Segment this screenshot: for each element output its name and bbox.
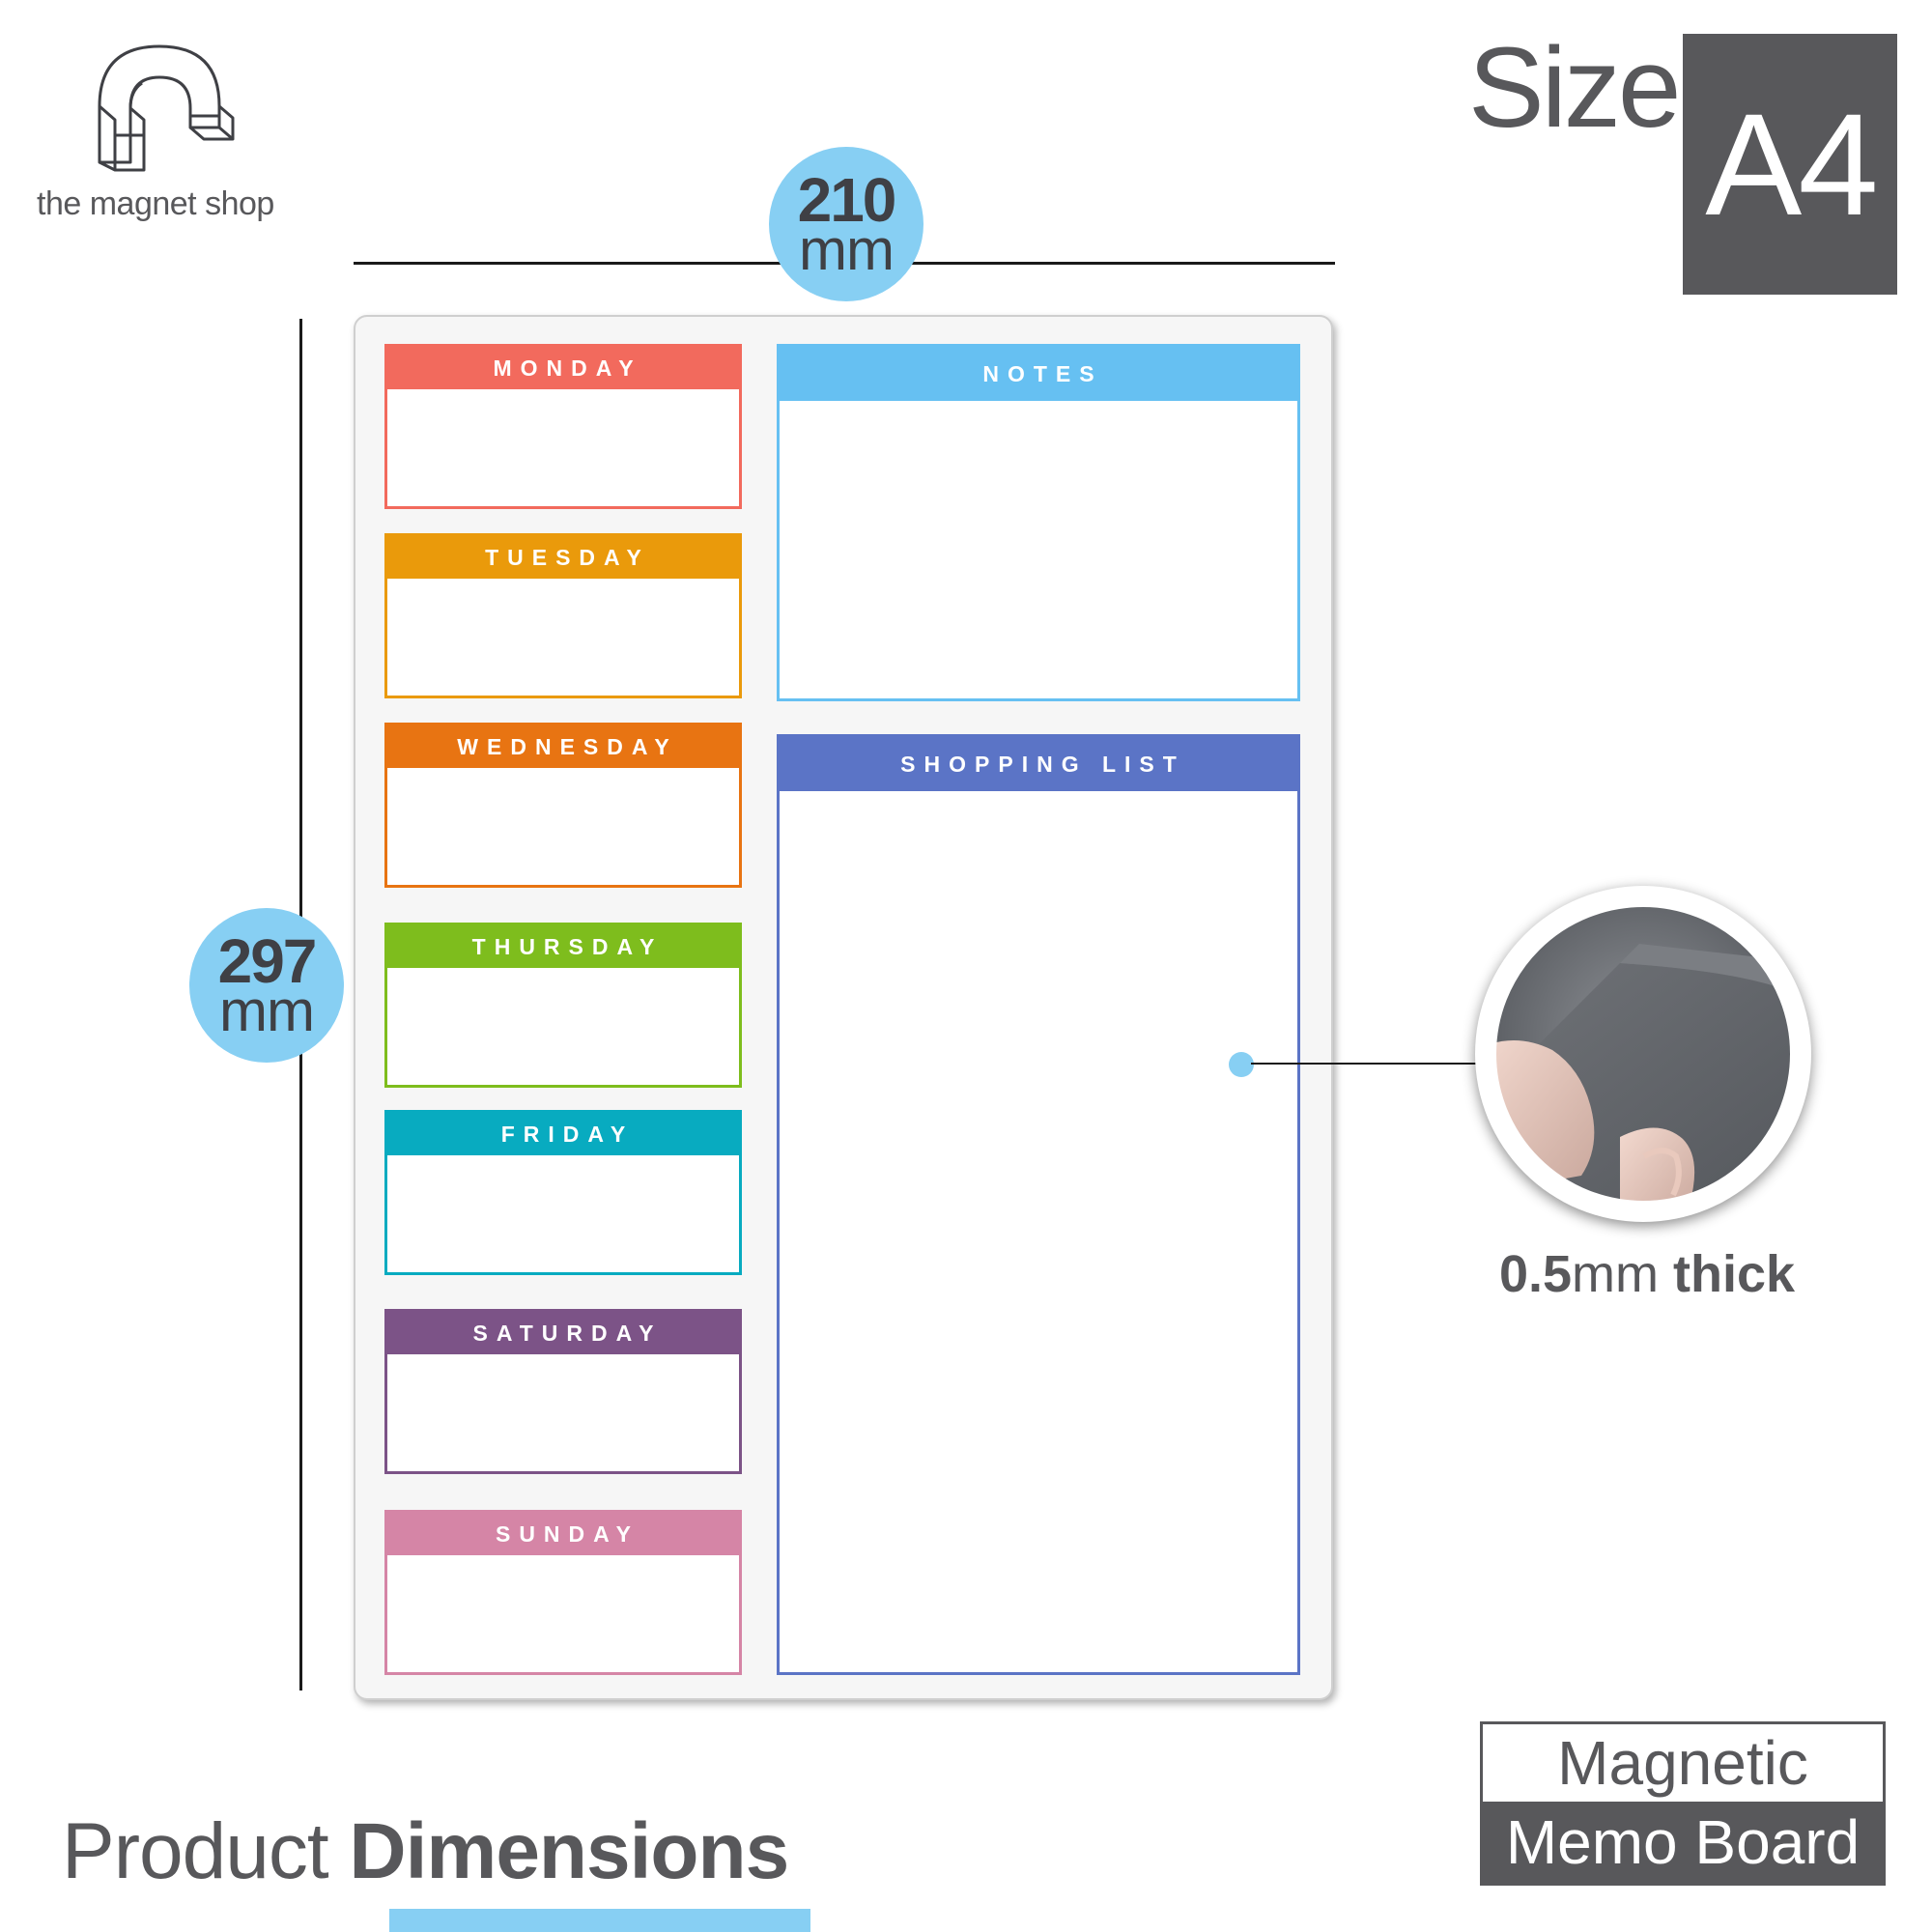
callout-line xyxy=(1251,1063,1492,1065)
height-unit: mm xyxy=(219,978,315,1043)
shopping-list-panel: SHOPPING LIST xyxy=(777,734,1300,1675)
thickness-label: 0.5mm thick xyxy=(1449,1244,1845,1304)
day-header: TUESDAY xyxy=(387,536,739,579)
badge-top-text: Magnetic xyxy=(1557,1728,1808,1798)
badge-bottom-text: Memo Board xyxy=(1483,1802,1883,1883)
product-dimensions-title: Product Dimensions xyxy=(62,1806,789,1897)
notes-header: NOTES xyxy=(780,347,1297,401)
day-panel-sunday: SUNDAY xyxy=(384,1510,742,1675)
horseshoe-magnet-icon xyxy=(82,39,242,174)
day-panel-friday: FRIDAY xyxy=(384,1110,742,1275)
callout-dot xyxy=(1229,1052,1254,1077)
day-header: WEDNESDAY xyxy=(387,725,739,768)
thickness-value: 0.5 xyxy=(1498,1245,1573,1303)
size-value-badge: A4 xyxy=(1683,34,1897,295)
day-panel-wednesday: WEDNESDAY xyxy=(384,723,742,888)
day-header: SUNDAY xyxy=(387,1513,739,1555)
day-panel-tuesday: TUESDAY xyxy=(384,533,742,698)
day-header: THURSDAY xyxy=(387,925,739,968)
day-header: SATURDAY xyxy=(387,1312,739,1354)
shopping-list-header: SHOPPING LIST xyxy=(780,737,1297,791)
width-unit: mm xyxy=(799,216,895,282)
title-bold: Dimensions xyxy=(349,1807,789,1895)
magnetic-memo-board-badge: Magnetic Memo Board xyxy=(1480,1721,1886,1886)
thickness-word: thick xyxy=(1673,1245,1796,1303)
day-panel-monday: MONDAY xyxy=(384,344,742,509)
notes-panel: NOTES xyxy=(777,344,1300,701)
title-underline-bar xyxy=(389,1909,810,1932)
day-header: FRIDAY xyxy=(387,1113,739,1155)
thickness-unit: mm xyxy=(1572,1245,1659,1303)
magnet-sheet-closeup xyxy=(1475,886,1811,1222)
height-value: 297 xyxy=(217,926,318,997)
brand-name: the magnet shop xyxy=(37,185,274,222)
day-header: MONDAY xyxy=(387,347,739,389)
memo-board: MONDAY TUESDAY WEDNESDAY THURSDAY FRIDAY… xyxy=(354,315,1333,1700)
day-panel-saturday: SATURDAY xyxy=(384,1309,742,1474)
day-panel-thursday: THURSDAY xyxy=(384,923,742,1088)
width-value: 210 xyxy=(797,165,897,236)
width-dimension-bubble: 210 mm xyxy=(769,147,923,301)
size-label: Size xyxy=(1468,24,1682,152)
height-dimension-bubble: 297 mm xyxy=(189,908,344,1063)
title-light: Product xyxy=(62,1807,329,1895)
